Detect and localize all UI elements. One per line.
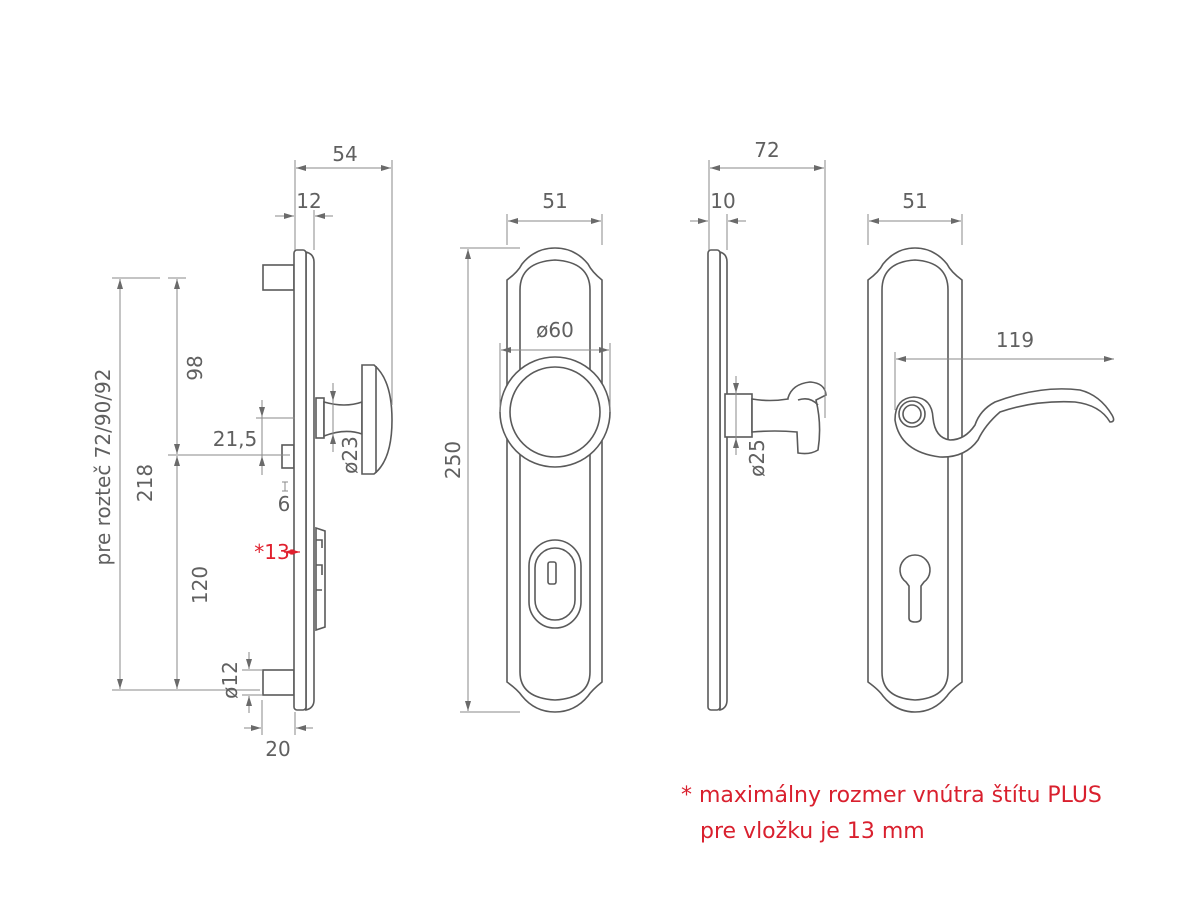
front-view-knob-dimensions: 51 250 ø60	[441, 189, 611, 713]
lever-rose	[724, 393, 753, 438]
dim-51-lever: 51	[902, 189, 927, 213]
side-view-knob	[262, 249, 393, 712]
dim-21-5: 21,5	[213, 427, 258, 451]
knob-head	[361, 364, 393, 475]
plate-rim	[305, 250, 315, 712]
dim-120: 120	[188, 566, 212, 604]
dim-54: 54	[332, 142, 357, 166]
lever-handle	[894, 388, 1115, 458]
knob-outer	[499, 356, 611, 468]
dim-51-knob: 51	[542, 189, 567, 213]
dim-98: 98	[183, 355, 207, 380]
knob-inner	[509, 366, 601, 458]
knob-neck	[323, 400, 363, 438]
knob-rose	[315, 397, 325, 439]
cylinder-profile	[315, 526, 326, 632]
dim-o23: ø23	[338, 436, 362, 474]
dim-250: 250	[441, 441, 465, 479]
plate-edge	[293, 249, 307, 711]
dim-o60: ø60	[536, 318, 574, 342]
dim-218: 218	[133, 464, 157, 502]
side-view-knob-dimensions: 54 12 pre rozteč 72/90/92 218 98 120 21,…	[91, 142, 393, 761]
dim-72: 72	[754, 138, 779, 162]
front-view-lever	[867, 247, 1115, 713]
top-pin	[262, 264, 295, 291]
side-view-lever	[707, 249, 827, 712]
front-view-lever-dimensions: 51 119	[867, 189, 1114, 410]
footnote-line-2: pre vložku je 13 mm	[700, 819, 925, 844]
dim-o25: ø25	[745, 439, 769, 477]
cylinder-slot	[547, 561, 557, 585]
footnote-line-1: * maximálny rozmer vnútra štítu PLUS	[681, 783, 1102, 808]
lever-profile	[751, 381, 827, 455]
dim-20: 20	[265, 737, 290, 761]
dim-6: 6	[278, 492, 291, 516]
dim-12: 12	[296, 189, 321, 213]
side-view-lever-dimensions: 72 10 ø25	[690, 138, 826, 477]
keyhole	[899, 554, 931, 623]
dim-o12: ø12	[218, 661, 242, 699]
dim-119: 119	[996, 328, 1034, 352]
spindle-square	[281, 444, 295, 469]
backplate	[867, 247, 963, 713]
pitch-label: pre rozteč 72/90/92	[91, 369, 115, 566]
plate-edge	[707, 249, 721, 711]
dim-13-red: *13	[254, 540, 289, 564]
bottom-pin	[262, 669, 295, 696]
dim-10: 10	[710, 189, 735, 213]
